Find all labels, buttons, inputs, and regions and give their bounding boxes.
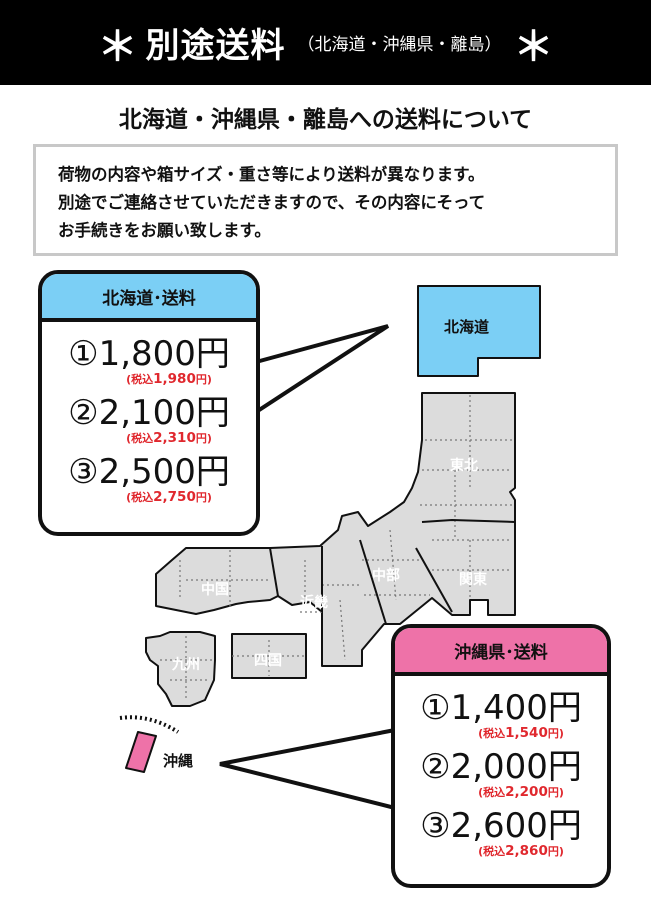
banner-title: 別途送料	[145, 26, 286, 66]
price-item: ②2,100円 (税込2,310円)	[42, 395, 256, 446]
tax-suffix: 円)	[195, 432, 212, 445]
region-label-kanto: 関東	[459, 572, 487, 588]
tax-suffix: 円)	[547, 845, 564, 858]
tax-suffix: 円)	[195, 373, 212, 386]
price-value: 2,500円	[98, 452, 230, 492]
price-number: ③	[420, 806, 451, 846]
okinawa-callout-tail	[219, 727, 397, 811]
notice-box: 荷物の内容や箱サイズ・重さ等により送料が異なります。 別途でご連絡させていただき…	[33, 144, 618, 256]
map-prefecture-borders	[160, 395, 512, 700]
asterisk-icon-right: ＊	[513, 23, 554, 70]
hokkaido-box-title: 北海道･送料	[42, 274, 256, 322]
map-region-borders	[269, 518, 516, 625]
region-label-kinki: 近畿	[300, 595, 328, 611]
map-okinawa	[125, 731, 157, 773]
map-hokkaido	[417, 285, 541, 377]
tax-prefix: (税込	[478, 786, 506, 799]
price-number: ①	[420, 688, 451, 728]
price-item: ③2,500円 (税込2,750円)	[42, 454, 256, 505]
title-banner: ＊ 別途送料 （北海道・沖縄県・離島） ＊	[0, 0, 651, 85]
banner-subtitle: （北海道・沖縄県・離島）	[297, 35, 502, 55]
region-label-tohoku: 東北	[450, 458, 478, 474]
price-item: ①1,800円 (税込1,980円)	[42, 336, 256, 387]
price-item: ②2,000円 (税込2,200円)	[395, 749, 607, 800]
tax-prefix: (税込	[126, 373, 154, 386]
tax-prefix: (税込	[126, 432, 154, 445]
region-label-shikoku: 四国	[254, 653, 282, 669]
tax-value: 1,980	[153, 371, 196, 387]
tax-suffix: 円)	[195, 491, 212, 504]
tax-prefix: (税込	[478, 727, 506, 740]
okinawa-box-title: 沖縄県･送料	[395, 628, 607, 676]
tax-value: 2,860	[505, 843, 548, 859]
tax-prefix: (税込	[126, 491, 154, 504]
tax-value: 1,540	[505, 725, 548, 741]
price-value: 1,400円	[450, 688, 582, 728]
price-item: ①1,400円 (税込1,540円)	[395, 690, 607, 741]
tax-value: 2,750	[153, 489, 196, 505]
notice-line: お手続きをお願い致します。	[58, 221, 271, 240]
tax-value: 2,200	[505, 784, 548, 800]
tax-suffix: 円)	[547, 727, 564, 740]
okinawa-price-box: 沖縄県･送料 ①1,400円 (税込1,540円) ②2,000円 (税込2,2…	[391, 624, 611, 888]
price-value: 2,600円	[450, 806, 582, 846]
price-value: 2,000円	[450, 747, 582, 787]
price-item: ③2,600円 (税込2,860円)	[395, 808, 607, 859]
price-number: ②	[68, 393, 99, 433]
hokkaido-callout-tail	[254, 324, 390, 416]
region-label-chubu: 中部	[372, 568, 400, 584]
notice-line: 別途でご連絡させていただきますので、その内容にそって	[58, 193, 486, 212]
region-label-kyushu: 九州	[172, 657, 200, 673]
asterisk-icon-left: ＊	[97, 23, 138, 70]
map-islands-dots	[119, 715, 180, 734]
section-heading: 北海道・沖縄県・離島への送料について	[118, 107, 533, 133]
price-value: 2,100円	[98, 393, 230, 433]
price-number: ②	[420, 747, 451, 787]
tax-prefix: (税込	[478, 845, 506, 858]
map-mainland	[155, 392, 516, 667]
map-kyushu	[145, 631, 216, 707]
region-label-hokkaido: 北海道	[444, 318, 490, 336]
price-number: ①	[68, 334, 99, 374]
hokkaido-price-box: 北海道･送料 ①1,800円 (税込1,980円) ②2,100円 (税込2,3…	[38, 270, 260, 536]
tax-suffix: 円)	[547, 786, 564, 799]
tax-value: 2,310	[153, 430, 196, 446]
price-value: 1,800円	[98, 334, 230, 374]
notice-line: 荷物の内容や箱サイズ・重さ等により送料が異なります。	[58, 165, 485, 184]
region-label-chugoku: 中国	[201, 582, 229, 598]
price-number: ③	[68, 452, 99, 492]
region-label-okinawa: 沖縄	[163, 752, 194, 770]
